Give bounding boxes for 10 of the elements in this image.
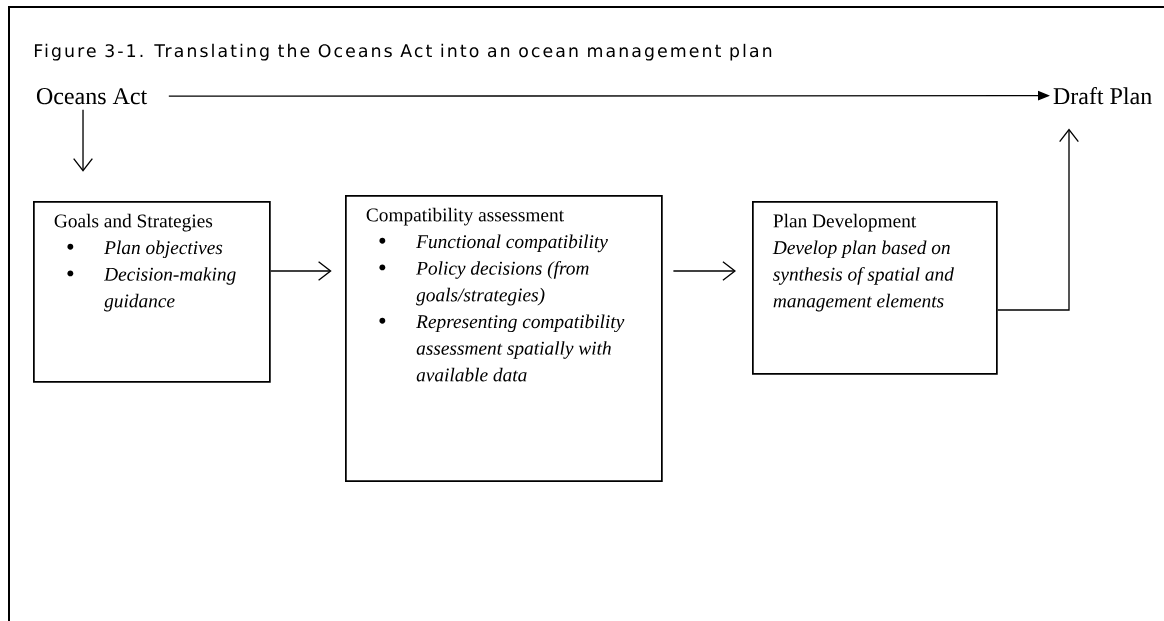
- arrow: [997, 128, 1079, 311]
- process-box: Compatibility assessment Functional compatibility Policy decisions (from goals/strategies) Representing compatibility assessment spatially with available data: [345, 195, 663, 483]
- term-label: Oceans Act: [36, 88, 148, 105]
- figure-title: Figure 3-1. Translating the Oceans Act into an ocean management plan: [34, 43, 772, 61]
- process-box: Plan Development Develop plan based on synthesis of spatial and management elements: [752, 201, 998, 375]
- arrow: [270, 261, 332, 281]
- arrow: [672, 261, 736, 281]
- process-box: Goals and Strategies Plan objectives Decision-making guidance: [33, 201, 271, 383]
- term-label: Draft Plan: [1053, 87, 1152, 105]
- arrow: [73, 109, 93, 172]
